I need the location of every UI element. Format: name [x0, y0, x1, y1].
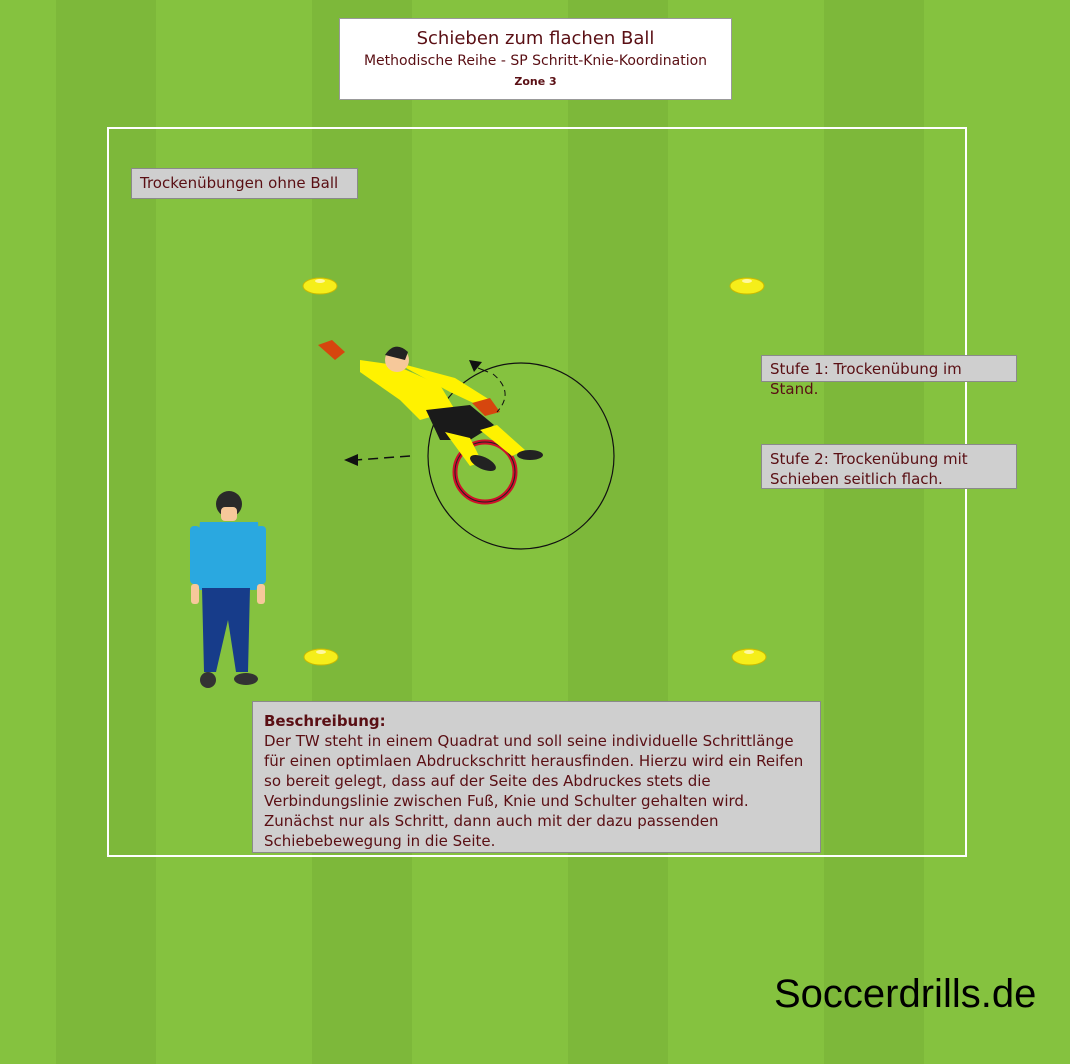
diving-keeper — [318, 340, 543, 472]
cone — [302, 277, 338, 295]
description-text: Der TW steht in einem Quadrat und soll s… — [264, 732, 804, 850]
zone-label: Zone 3 — [514, 75, 557, 88]
cone — [729, 277, 765, 295]
title-box: Schieben zum flachen Ball Methodische Re… — [339, 18, 732, 100]
cone — [303, 648, 339, 666]
stage2-label: Stufe 2: Trockenübung mit Schieben seitl… — [761, 444, 1017, 489]
cone — [731, 648, 767, 666]
movement-circle — [427, 362, 615, 550]
subtitle: Methodische Reihe - SP Schritt-Knie-Koor… — [363, 53, 708, 69]
rotation-arrow — [469, 360, 506, 413]
standing-goalkeeper — [190, 491, 266, 688]
dry-exercise-label: Trockenübungen ohne Ball — [131, 168, 358, 199]
description-box: Beschreibung: Der TW steht in einem Quad… — [252, 701, 821, 853]
stage1-label: Stufe 1: Trockenübung im Stand. — [761, 355, 1017, 398]
direction-arrow — [344, 454, 411, 466]
title: Schieben zum flachen Ball — [416, 28, 655, 49]
description-heading: Beschreibung: — [264, 712, 386, 730]
field-boundary — [107, 127, 967, 857]
brand-watermark: Soccerdrills.de — [774, 972, 1037, 1016]
